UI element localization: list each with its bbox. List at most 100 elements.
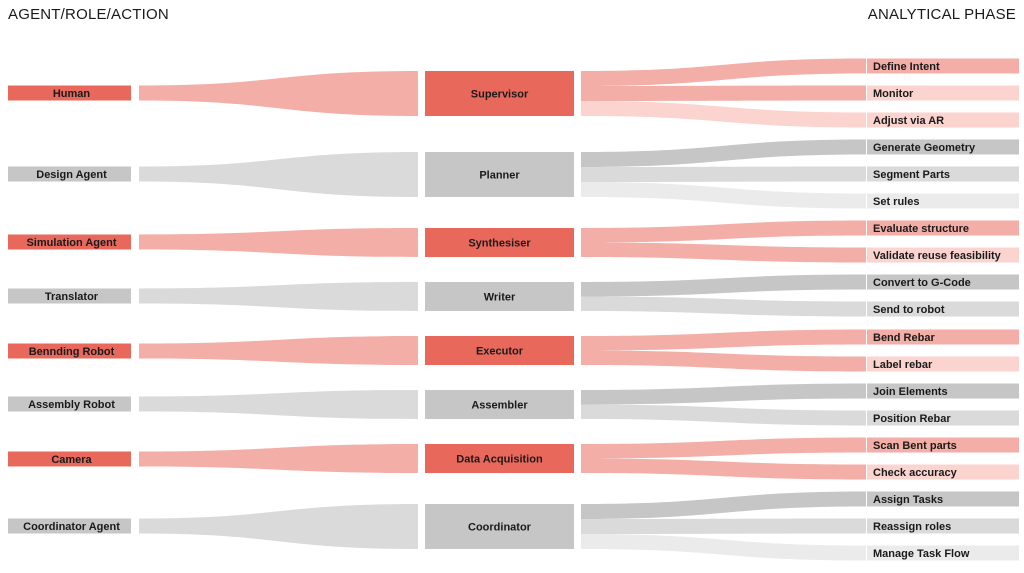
action-label: Reassign roles: [873, 521, 951, 533]
action-flow-join-elements: [581, 383, 866, 405]
action-flow-scan-bent-parts: [581, 437, 866, 459]
action-box-convert-to-g-code: [867, 274, 1019, 290]
action-box-set-rules: [867, 193, 1019, 209]
agent-label: Coordinator Agent: [23, 521, 120, 533]
agent-label: Camera: [51, 454, 92, 466]
role-label: Executor: [476, 346, 524, 358]
action-flow-convert-to-g-code: [581, 274, 866, 297]
agent-box-bennding-robot: [8, 343, 131, 359]
action-box-reassign-roles: [867, 518, 1019, 534]
action-label: Position Rebar: [873, 413, 951, 425]
analytical-phase-header: ANALYTICAL PHASE: [867, 6, 1016, 23]
action-flow-monitor: [581, 85, 866, 101]
action-label: Monitor: [873, 88, 914, 100]
role-box-synthesiser: [425, 228, 574, 257]
action-label: Manage Task Flow: [873, 548, 970, 560]
action-box-send-to-robot: [867, 301, 1019, 317]
role-box-assembler: [425, 390, 574, 419]
role-label: Supervisor: [471, 89, 529, 101]
action-box-generate-geometry: [867, 139, 1019, 155]
action-flow-label-rebar: [581, 350, 866, 372]
action-flow-send-to-robot: [581, 296, 866, 317]
role-label: Coordinator: [468, 522, 532, 534]
role-box-planner: [425, 152, 574, 197]
action-box-scan-bent-parts: [867, 437, 1019, 453]
action-flow-reassign-roles: [581, 518, 866, 534]
agent-label: Assembly Robot: [28, 399, 115, 411]
agent-flow-simulation-agent: [139, 228, 418, 257]
action-box-bend-rebar: [867, 329, 1019, 345]
role-label: Data Acquisition: [456, 454, 543, 466]
action-flow-segment-parts: [581, 166, 866, 182]
action-box-join-elements: [867, 383, 1019, 399]
role-label: Assembler: [471, 400, 528, 412]
agent-flow-bennding-robot: [139, 336, 418, 365]
agent-role-action-header: AGENT/ROLE/ACTION: [8, 6, 169, 23]
agent-flow-translator: [139, 282, 418, 311]
action-box-define-intent: [867, 58, 1019, 74]
agent-box-simulation-agent: [8, 234, 131, 250]
role-label: Synthesiser: [468, 238, 531, 250]
action-box-manage-task-flow: [867, 545, 1019, 561]
action-flow-manage-task-flow: [581, 534, 866, 561]
agent-label: Human: [53, 88, 91, 100]
agent-box-translator: [8, 288, 131, 304]
action-box-position-rebar: [867, 410, 1019, 426]
action-label: Join Elements: [873, 386, 948, 398]
action-box-assign-tasks: [867, 491, 1019, 507]
action-label: Generate Geometry: [873, 142, 976, 154]
agent-flow-design-agent: [139, 152, 418, 197]
agent-box-design-agent: [8, 166, 131, 182]
role-box-data-acquisition: [425, 444, 574, 473]
role-box-supervisor: [425, 71, 574, 116]
role-label: Writer: [484, 292, 516, 304]
action-label: Send to robot: [873, 304, 945, 316]
agent-label: Bennding Robot: [29, 346, 115, 358]
action-box-label-rebar: [867, 356, 1019, 372]
action-label: Set rules: [873, 196, 919, 208]
agent-flow-camera: [139, 444, 418, 473]
action-label: Bend Rebar: [873, 332, 935, 344]
agent-label: Design Agent: [36, 169, 107, 181]
agent-flow-coordinator-agent: [139, 504, 418, 549]
agent-box-assembly-robot: [8, 396, 131, 412]
action-flow-assign-tasks: [581, 491, 866, 519]
role-box-writer: [425, 282, 574, 311]
role-box-coordinator: [425, 504, 574, 549]
agent-label: Translator: [45, 291, 99, 303]
action-flow-set-rules: [581, 182, 866, 209]
action-label: Convert to G-Code: [873, 277, 971, 289]
action-label: Scan Bent parts: [873, 440, 957, 452]
action-label: Assign Tasks: [873, 494, 943, 506]
agent-box-camera: [8, 451, 131, 467]
action-box-validate-reuse-feasibility: [867, 247, 1019, 263]
agent-box-human: [8, 85, 131, 101]
action-label: Validate reuse feasibility: [873, 250, 1002, 262]
action-flow-validate-reuse-feasibility: [581, 242, 866, 263]
action-label: Segment Parts: [873, 169, 950, 181]
action-label: Check accuracy: [873, 467, 958, 479]
action-label: Evaluate structure: [873, 223, 969, 235]
action-box-adjust-via-ar: [867, 112, 1019, 128]
agent-label: Simulation Agent: [26, 237, 116, 249]
action-flow-generate-geometry: [581, 139, 866, 167]
agent-box-coordinator-agent: [8, 518, 131, 534]
action-flow-evaluate-structure: [581, 220, 866, 243]
action-label: Adjust via AR: [873, 115, 944, 127]
agent-flow-human: [139, 71, 418, 116]
action-box-check-accuracy: [867, 464, 1019, 480]
action-flow-bend-rebar: [581, 329, 866, 351]
action-box-monitor: [867, 85, 1019, 101]
action-label: Label rebar: [873, 359, 933, 371]
action-box-segment-parts: [867, 166, 1019, 182]
action-flow-check-accuracy: [581, 458, 866, 480]
agent-flow-assembly-robot: [139, 390, 418, 419]
role-label: Planner: [479, 170, 520, 182]
action-label: Define Intent: [873, 61, 940, 73]
action-flow-define-intent: [581, 58, 866, 86]
action-box-evaluate-structure: [867, 220, 1019, 236]
role-box-executor: [425, 336, 574, 365]
action-flow-position-rebar: [581, 404, 866, 426]
action-flow-adjust-via-ar: [581, 101, 866, 128]
